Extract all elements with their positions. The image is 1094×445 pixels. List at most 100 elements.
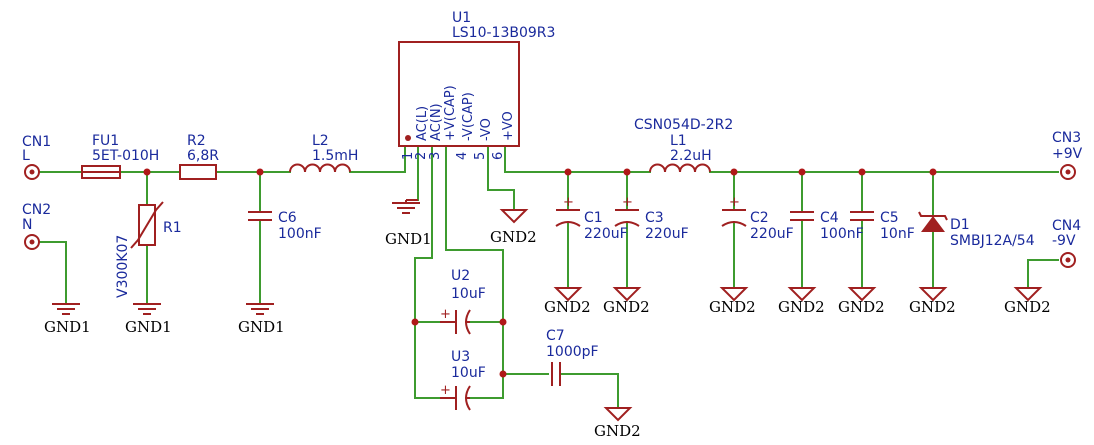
svg-text:2.2uH: 2.2uH bbox=[670, 148, 712, 164]
svg-text:C7: C7 bbox=[546, 328, 565, 344]
svg-text:6,8R: 6,8R bbox=[187, 148, 219, 164]
svg-text:10uF: 10uF bbox=[451, 286, 486, 302]
svg-text:+9V: +9V bbox=[1052, 146, 1083, 162]
capacitor-c4[interactable]: C4 100nF bbox=[790, 210, 864, 242]
svg-text:U1: U1 bbox=[452, 10, 471, 26]
svg-text:1.5mH: 1.5mH bbox=[312, 148, 358, 164]
inductor-l2[interactable]: L2 1.5mH bbox=[289, 133, 358, 173]
gnd1-symbol-u1: GND1 bbox=[385, 199, 432, 248]
svg-text:LS10-13B09R3: LS10-13B09R3 bbox=[452, 25, 555, 41]
u1-pin-numbers: 1 2 3 4 5 6 bbox=[401, 152, 506, 160]
module-u1[interactable]: U1 LS10-13B09R3 AC(L) AC(N) +V(CAP) -V(C… bbox=[398, 10, 555, 160]
svg-text:1000pF: 1000pF bbox=[546, 344, 599, 360]
gnd1-symbol-c6: GND1 bbox=[238, 303, 285, 336]
gnd2-symbol-c5: GND2 bbox=[838, 287, 885, 316]
svg-text:GND2: GND2 bbox=[490, 228, 537, 246]
gnd2-symbol-c7: GND2 bbox=[594, 407, 641, 440]
connector-cn3[interactable]: CN3 +9V bbox=[1052, 130, 1083, 180]
svg-text:2: 2 bbox=[414, 152, 429, 160]
fuse-fu1[interactable]: FU1 5ET-010H bbox=[81, 133, 159, 179]
inductor-l1[interactable]: CSN054D-2R2 L1 2.2uH bbox=[634, 117, 733, 173]
capacitor-c2[interactable]: + C2 220uF bbox=[721, 195, 794, 242]
svg-text:C4: C4 bbox=[820, 210, 839, 226]
svg-text:GND2: GND2 bbox=[909, 298, 956, 316]
svg-text:GND2: GND2 bbox=[838, 298, 885, 316]
svg-text:+: + bbox=[622, 195, 633, 210]
svg-text:220uF: 220uF bbox=[584, 226, 628, 242]
svg-text:SMBJ12A/54: SMBJ12A/54 bbox=[950, 233, 1035, 249]
svg-text:100nF: 100nF bbox=[820, 226, 864, 242]
resistor-r2[interactable]: R2 6,8R bbox=[179, 133, 219, 180]
capacitor-u3[interactable]: + U3 10uF bbox=[440, 349, 486, 411]
svg-text:3: 3 bbox=[428, 152, 443, 160]
svg-text:4: 4 bbox=[455, 152, 470, 160]
svg-text:6: 6 bbox=[491, 152, 506, 160]
svg-text:GND2: GND2 bbox=[1004, 298, 1051, 316]
svg-text:GND2: GND2 bbox=[603, 298, 650, 316]
wires bbox=[39, 145, 1059, 409]
svg-text:D1: D1 bbox=[950, 217, 970, 233]
svg-text:N: N bbox=[22, 217, 32, 233]
connector-cn2[interactable]: CN2 N bbox=[22, 202, 51, 250]
svg-text:C3: C3 bbox=[645, 210, 664, 226]
svg-text:L: L bbox=[22, 148, 30, 164]
svg-text:-9V: -9V bbox=[1052, 233, 1076, 249]
connector-cn1[interactable]: CN1 L bbox=[22, 134, 51, 180]
svg-text:CN1: CN1 bbox=[22, 134, 51, 150]
svg-text:U3: U3 bbox=[451, 349, 470, 365]
capacitor-c6[interactable]: C6 100nF bbox=[248, 210, 322, 242]
capacitor-c3[interactable]: + C3 220uF bbox=[614, 195, 689, 242]
u1-pin-names: AC(L) AC(N) +V(CAP) -V(CAP) -VO +VO bbox=[415, 85, 516, 141]
capacitor-c5[interactable]: C5 10nF bbox=[850, 210, 915, 242]
svg-text:+: + bbox=[440, 383, 451, 398]
svg-text:100nF: 100nF bbox=[278, 226, 322, 242]
gnd2-symbol-c3: GND2 bbox=[603, 287, 650, 316]
gnd2-symbol-u1: GND2 bbox=[490, 209, 537, 246]
svg-text:220uF: 220uF bbox=[750, 226, 794, 242]
svg-text:FU1: FU1 bbox=[92, 133, 119, 149]
svg-text:CSN054D-2R2: CSN054D-2R2 bbox=[634, 117, 733, 133]
svg-text:+: + bbox=[729, 195, 740, 210]
svg-text:5ET-010H: 5ET-010H bbox=[92, 148, 159, 164]
gnd2-symbol-c1: GND2 bbox=[544, 287, 591, 316]
svg-text:CN3: CN3 bbox=[1052, 130, 1081, 146]
gnd1-symbol-cn2: GND1 bbox=[44, 303, 91, 336]
svg-text:GND1: GND1 bbox=[125, 318, 172, 336]
svg-text:GND2: GND2 bbox=[594, 422, 641, 440]
svg-text:AC(N): AC(N) bbox=[429, 103, 444, 141]
svg-text:C2: C2 bbox=[750, 210, 769, 226]
gnd2-symbol-c4: GND2 bbox=[778, 287, 825, 316]
svg-text:C6: C6 bbox=[278, 210, 297, 226]
capacitor-u2[interactable]: + U2 10uF bbox=[440, 268, 486, 335]
svg-text:GND1: GND1 bbox=[238, 318, 285, 336]
svg-text:C5: C5 bbox=[880, 210, 899, 226]
svg-text:R1: R1 bbox=[163, 220, 182, 236]
gnd2-symbol-c2: GND2 bbox=[709, 287, 756, 316]
svg-text:GND2: GND2 bbox=[709, 298, 756, 316]
gnd2-symbol-cn4: GND2 bbox=[1004, 287, 1051, 316]
connector-cn4[interactable]: CN4 -9V bbox=[1052, 218, 1081, 268]
svg-text:L2: L2 bbox=[312, 133, 329, 149]
svg-text:CN2: CN2 bbox=[22, 202, 51, 218]
svg-text:10uF: 10uF bbox=[451, 365, 486, 381]
svg-text:-VO: -VO bbox=[479, 118, 494, 141]
gnd2-symbol-d1: GND2 bbox=[909, 287, 956, 316]
svg-text:GND2: GND2 bbox=[778, 298, 825, 316]
varistor-r1[interactable]: R1 V300K07 bbox=[115, 201, 182, 298]
svg-text:220uF: 220uF bbox=[645, 226, 689, 242]
junctions bbox=[143, 168, 937, 378]
svg-text:L1: L1 bbox=[670, 133, 687, 149]
svg-text:CN4: CN4 bbox=[1052, 218, 1081, 234]
svg-text:GND2: GND2 bbox=[544, 298, 591, 316]
svg-text:U2: U2 bbox=[451, 268, 470, 284]
svg-text:5: 5 bbox=[473, 152, 488, 160]
gnd1-symbol-r1: GND1 bbox=[125, 303, 172, 336]
svg-text:V300K07: V300K07 bbox=[115, 235, 131, 298]
svg-text:+VO: +VO bbox=[501, 111, 516, 141]
diode-d1[interactable]: D1 SMBJ12A/54 bbox=[918, 211, 1035, 249]
capacitor-c1[interactable]: + C1 220uF bbox=[555, 195, 628, 242]
svg-text:AC(L): AC(L) bbox=[415, 106, 430, 141]
svg-text:10nF: 10nF bbox=[880, 226, 915, 242]
capacitor-c7[interactable]: C7 1000pF bbox=[546, 328, 599, 386]
